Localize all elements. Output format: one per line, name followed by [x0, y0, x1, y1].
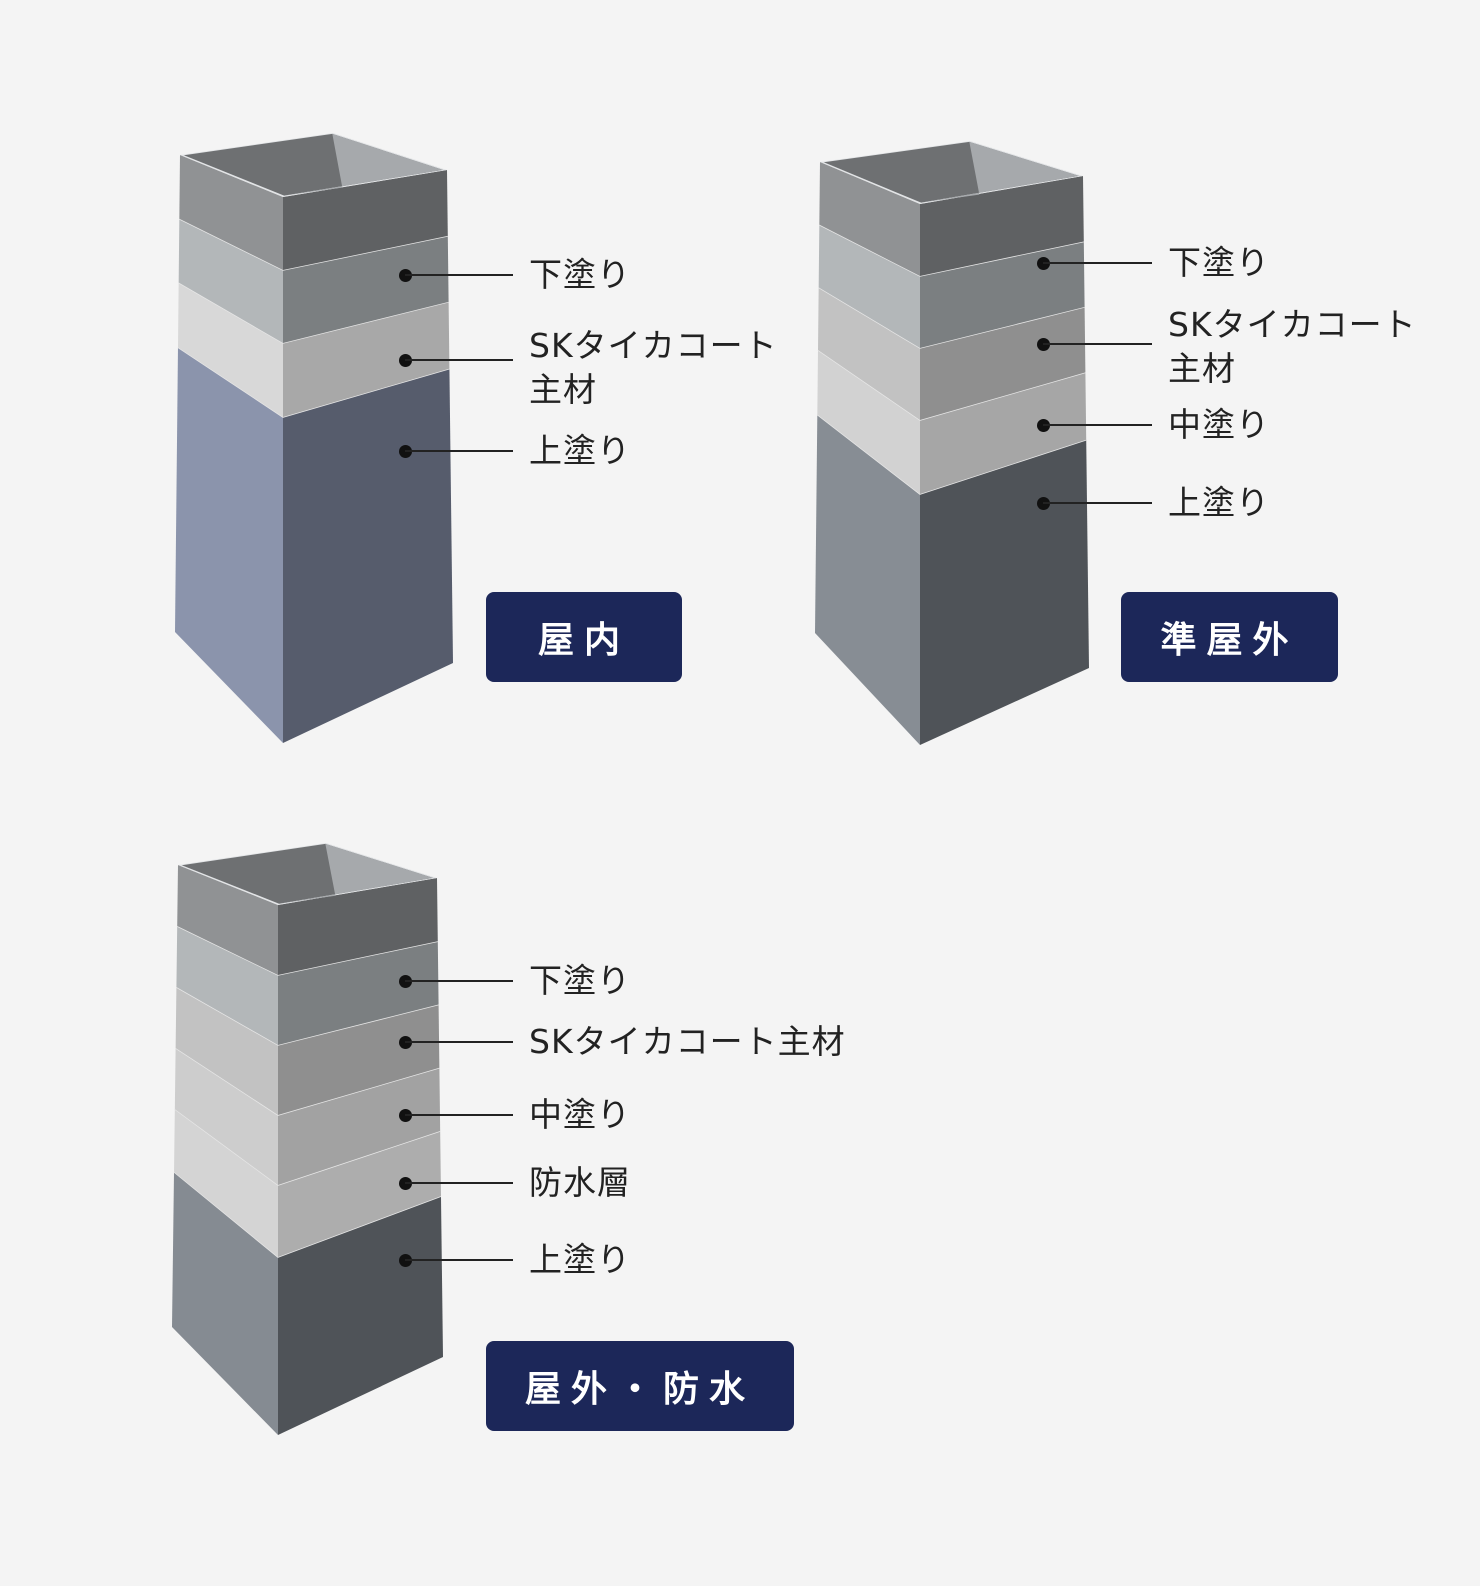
layer-right-face	[283, 301, 450, 417]
callout-line	[1043, 424, 1152, 426]
layer-right-face	[278, 878, 438, 975]
callout-line	[405, 980, 513, 982]
column-outdoor-waterproof	[172, 843, 443, 1435]
badge-indoor: 屋内	[486, 592, 682, 682]
callout-line	[405, 274, 513, 276]
layer-left-face	[174, 1109, 278, 1257]
layer-left-face	[818, 287, 920, 420]
layer-label: SKタイカコート	[529, 326, 778, 365]
layer-left-face	[179, 155, 283, 270]
callout-line	[405, 359, 513, 361]
layer-left-face	[819, 162, 920, 276]
layer-label: 上塗り	[529, 1240, 631, 1279]
layer-left-face	[178, 218, 283, 343]
layer-left-face	[174, 1048, 278, 1185]
layer-label: 上塗り	[1168, 483, 1270, 522]
layer-label: 下塗り	[1168, 243, 1270, 282]
layer-label: SKタイカコート主材	[529, 1022, 846, 1061]
layer-left-face	[175, 987, 278, 1115]
badge-semi-outdoor: 準屋外	[1121, 592, 1338, 682]
layer-left-face	[818, 224, 920, 348]
callout-line	[405, 1114, 513, 1116]
badge-outdoor-waterproof: 屋外・防水	[486, 1341, 794, 1431]
layer-label: 上塗り	[529, 431, 631, 470]
callout-line	[1043, 262, 1152, 264]
layer-right-face	[920, 372, 1087, 494]
callout-line	[405, 1041, 513, 1043]
layer-right-face	[283, 368, 453, 743]
callout-line	[405, 450, 513, 452]
column-indoor	[175, 133, 453, 743]
layer-right-face	[920, 306, 1086, 420]
layer-right-face	[920, 176, 1084, 276]
layer-left-face	[817, 350, 920, 494]
layer-left-face	[815, 414, 920, 745]
callout-line	[405, 1259, 513, 1261]
layer-label: 下塗り	[529, 961, 631, 1000]
layer-right-face	[283, 235, 449, 343]
column-semi-outdoor	[815, 141, 1089, 745]
inner-wall-right	[279, 843, 434, 904]
layer-label-line2: 主材	[1168, 349, 1236, 388]
callout-line	[1043, 502, 1152, 504]
layer-left-face	[176, 926, 278, 1045]
layer-left-face	[172, 1171, 278, 1435]
layer-right-face	[278, 1004, 440, 1115]
layer-right-face	[278, 1067, 441, 1185]
inner-wall-right	[284, 133, 443, 196]
layer-label-line2: 主材	[529, 370, 597, 409]
layer-left-face	[177, 865, 278, 975]
layer-left-face	[177, 282, 283, 417]
callout-line	[1043, 343, 1152, 345]
layer-label: SKタイカコート	[1168, 305, 1417, 344]
layer-label: 中塗り	[529, 1095, 631, 1134]
layer-right-face	[278, 1131, 441, 1257]
inner-wall-right	[921, 141, 1079, 203]
callout-line	[405, 1182, 513, 1184]
layer-right-face	[920, 439, 1089, 745]
layer-label: 防水層	[529, 1163, 631, 1202]
layer-left-face	[175, 347, 283, 743]
layer-label: 中塗り	[1168, 405, 1270, 444]
layer-label: 下塗り	[529, 255, 631, 294]
layer-right-face	[283, 170, 448, 270]
